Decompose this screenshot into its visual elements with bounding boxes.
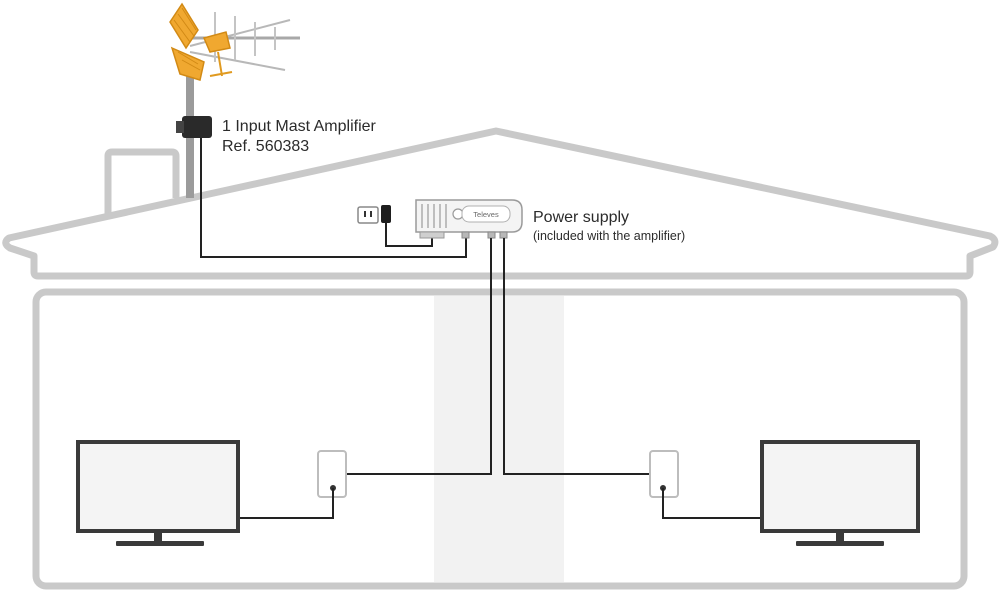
power-supply-note: (included with the amplifier) [533, 229, 686, 243]
mast-amplifier [182, 116, 212, 138]
mast-amplifier-clamp [176, 121, 184, 133]
power-supply-unit: Televes [415, 199, 523, 239]
chimney [104, 148, 180, 215]
amplifier-ref: Ref. 560383 [222, 138, 310, 155]
tv-antenna [169, 2, 300, 81]
power-supply-title: Power supply [533, 209, 630, 226]
television-right-icon [760, 440, 920, 546]
wall-socket-icon [357, 206, 379, 224]
television-left-icon [76, 440, 240, 546]
amplifier-title: 1 Input Mast Amplifier [222, 118, 376, 135]
cable-outlet-to-left-tv [240, 488, 334, 519]
cable-riser [434, 296, 564, 582]
cable-mast-to-power-supply [200, 138, 467, 258]
cable-outlet-to-right-tv [662, 488, 760, 519]
power-plug-icon [381, 205, 433, 247]
power-supply-brand: Televes [473, 210, 499, 219]
